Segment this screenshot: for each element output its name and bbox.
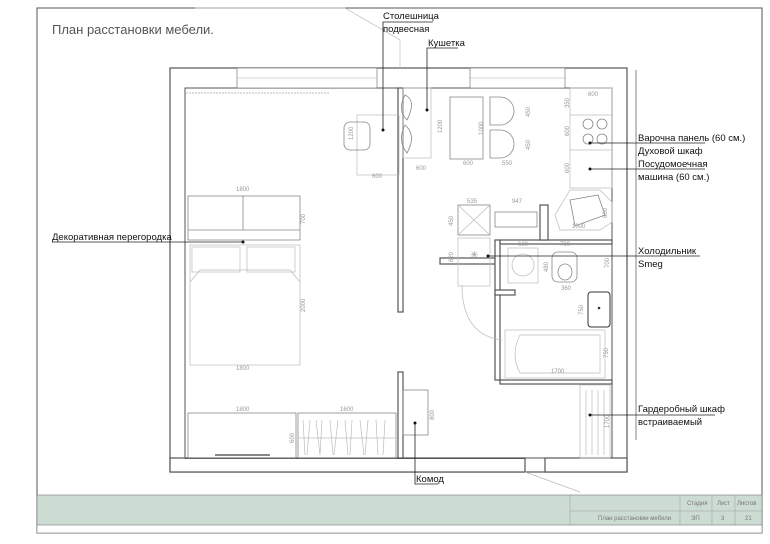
label-fridge: Холодильник bbox=[638, 246, 697, 257]
dim-bath-wall: 700 bbox=[605, 257, 611, 268]
dim-shelf-height: 700 bbox=[301, 213, 307, 224]
label-dishwasher: Посудомоечная bbox=[638, 159, 708, 170]
label-fridge-brand: Smeg bbox=[638, 259, 663, 270]
dim-chair2: 450 bbox=[526, 139, 532, 150]
door-swing bbox=[461, 284, 503, 341]
washbasin bbox=[587, 291, 611, 328]
label-wardrobe: Гардеробный шкаф bbox=[638, 404, 725, 415]
tv-console bbox=[187, 412, 297, 459]
decorative-partition-shelf bbox=[187, 195, 301, 241]
corner-sink bbox=[554, 189, 613, 231]
leader-lines bbox=[52, 21, 715, 485]
dim-basin: 750 bbox=[579, 304, 585, 315]
toilet bbox=[551, 251, 578, 283]
dim-tv-width: 1800 bbox=[236, 407, 250, 413]
plan-title: План расстановки мебели. bbox=[52, 22, 214, 37]
label-oven: Духовой шкаф bbox=[638, 146, 703, 157]
label-countertop: Столешница bbox=[383, 11, 440, 22]
dim-hall-cabinet: 947 bbox=[512, 199, 523, 205]
label-wardrobe-line2: встраиваемый bbox=[638, 417, 702, 428]
bathtub bbox=[504, 329, 606, 379]
dim-chair1: 450 bbox=[526, 106, 532, 117]
dim-kitchen-top: 600 bbox=[588, 92, 599, 98]
dim-wc-height: 480 bbox=[544, 261, 550, 272]
hanging-desk bbox=[356, 114, 400, 176]
cushions bbox=[401, 94, 412, 154]
hob-burner bbox=[582, 118, 594, 130]
dim-wardrobe-height: 600 bbox=[290, 432, 296, 443]
bathroom-furniture: ✳ bbox=[457, 204, 611, 459]
sheet-header: Лист bbox=[717, 501, 730, 507]
label-decorative-partition: Декоративная перегородка bbox=[52, 232, 172, 243]
label-dresser: Комод bbox=[416, 474, 444, 485]
dim-wardrobe-width: 1600 bbox=[340, 407, 354, 413]
bedroom-furniture bbox=[187, 114, 429, 459]
dim-chairs-width: 550 bbox=[502, 161, 513, 167]
bed bbox=[189, 244, 301, 366]
dim-wc-bowl: 360 bbox=[561, 286, 572, 292]
label-countertop-line2: подвесная bbox=[383, 24, 429, 35]
dim-desk-height: 1200 bbox=[349, 126, 355, 140]
dim-closet: 1700 bbox=[605, 414, 611, 428]
dim-bed-length: 2000 bbox=[301, 298, 307, 312]
dim-couch-height: 1200 bbox=[438, 119, 444, 133]
dim-corner-sink: 800 bbox=[603, 207, 609, 218]
drawing-name: План расстановки мебели bbox=[598, 516, 671, 522]
dim-shelf-width: 1800 bbox=[236, 187, 250, 193]
chairs bbox=[489, 96, 515, 159]
dim-desk-width: 600 bbox=[372, 174, 383, 180]
title-block: Стадия Лист Листов План расстановки мебе… bbox=[36, 494, 763, 534]
dim-table-width: 600 bbox=[463, 161, 474, 167]
kitchen-counter bbox=[569, 87, 613, 189]
sheet-value: 3 bbox=[721, 516, 725, 522]
couch bbox=[402, 87, 432, 159]
dim-washer: 600 bbox=[518, 242, 529, 248]
stage-header: Стадия bbox=[687, 501, 707, 507]
walls bbox=[169, 7, 628, 493]
label-couch: Кушетка bbox=[428, 38, 466, 49]
pillow bbox=[191, 246, 241, 273]
label-dishwasher-line2: машина (60 см.) bbox=[638, 172, 709, 183]
dim-shaft-height: 450 bbox=[449, 215, 455, 226]
dim-table-height: 1000 bbox=[479, 121, 485, 135]
sheets-value: 21 bbox=[745, 516, 752, 522]
dim-bed-width: 1800 bbox=[236, 366, 250, 372]
dim-bath-width: 1700 bbox=[551, 369, 565, 375]
dim-dishwasher: 600 bbox=[565, 162, 571, 173]
wardrobe bbox=[297, 412, 397, 459]
dim-kitchen-350: 350 bbox=[565, 97, 571, 108]
dim-fridge: 620 bbox=[449, 251, 455, 262]
dim-wc-width: 700 bbox=[560, 242, 571, 248]
dim-bath-height: 750 bbox=[604, 347, 610, 358]
fridge bbox=[457, 237, 491, 287]
dim-shaft-width: 535 bbox=[467, 199, 478, 205]
shaft bbox=[457, 204, 491, 236]
dimensions: 600 1200 600 1200 600 1000 550 450 450 6… bbox=[236, 92, 611, 443]
dim-hob: 600 bbox=[565, 125, 571, 136]
stage-value: ЭП bbox=[691, 516, 700, 522]
dim-corner-sink-width: 1000 bbox=[572, 224, 586, 230]
built-in-wardrobe bbox=[579, 384, 611, 459]
washing-machine bbox=[507, 247, 539, 284]
dim-dresser-height: 800 bbox=[430, 409, 436, 420]
hall-cabinet bbox=[494, 211, 538, 228]
chair bbox=[343, 121, 371, 151]
snowflake-icon: ✳ bbox=[470, 250, 478, 261]
kitchen-furniture bbox=[401, 87, 613, 231]
pillow bbox=[246, 246, 296, 273]
dining-table bbox=[449, 96, 484, 160]
dim-couch-width: 600 bbox=[416, 166, 427, 172]
dresser bbox=[402, 389, 429, 436]
sheets-header: Листов bbox=[737, 501, 757, 507]
label-hob: Варочна панель (60 см.) bbox=[638, 133, 745, 144]
